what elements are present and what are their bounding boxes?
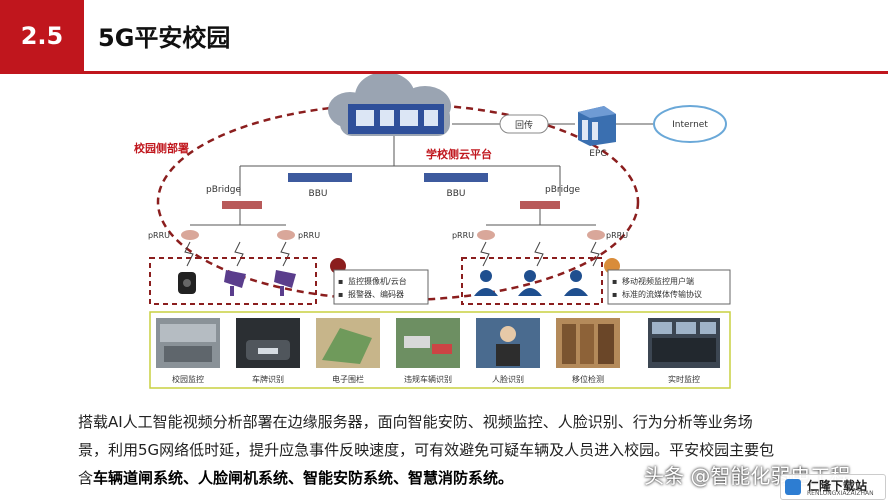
gallery-caption: 电子围栏 [332,374,364,384]
prru-label: pRRU [298,231,320,240]
pbridge-left-icon [222,201,262,209]
user-icon [564,270,588,296]
legend-left-item: 报警器、编码器 [348,289,404,299]
user-icon [518,270,542,296]
paragraph-line: 搭载AI人工智能视频分析部署在边缘服务器，面向智能安防、视频监控、人脸识别、行为… [78,413,753,431]
photo-illegal-vehicle [396,318,460,368]
prru-icon [587,230,605,240]
photo-campus-monitoring [156,318,220,368]
site-badge: 仁隆下载站 RENLONGXIAZAIZHAN [780,474,886,500]
legend-bullet-icon: ▪ [612,277,617,286]
gallery-caption: 移位检测 [572,374,604,384]
prru-label: pRRU [452,231,474,240]
pbridge-right-label: pBridge [545,185,581,195]
paragraph-line: 含车辆道闸系统、人脸闸机系统、智能安防系统、智慧消防系统。 [78,464,818,492]
legend-bullet-icon: ▪ [338,290,343,299]
cloud-platform-label: 学校侧云平台 [426,147,492,161]
photo-displacement-detection [556,318,620,368]
prru-icon [477,230,495,240]
bbu-right-icon [424,173,488,182]
camera-icon [178,272,196,294]
legend-left-item: 监控摄像机/云台 [348,276,407,286]
legend-right-item: 移动视频监控用户端 [622,276,694,286]
gallery-caption: 人脸识别 [492,374,524,384]
badge-subtitle: RENLONGXIAZAIZHAN [807,490,874,497]
legend-left-box [333,269,429,305]
legend-right-box [607,269,731,305]
gallery-caption: 违规车辆识别 [404,374,452,384]
backhaul-label: 回传 [515,119,533,131]
photo-live-monitoring [648,318,720,368]
cloud-platform-icon [328,74,451,136]
network-diagram: 回传 EPC Internet 校园侧部署 学校侧云平台 BBU BBU pBr… [134,74,731,389]
description-paragraph: 搭载AI人工智能视频分析部署在边缘服务器，面向智能安防、视频监控、人脸识别、行为… [78,408,818,492]
gallery-caption: 实时监控 [668,374,700,384]
badge-title: 仁隆下载站 [807,479,868,493]
pbridge-right-icon [520,201,560,209]
page-title: 5G平安校园 [98,24,231,52]
paragraph-line: 景，利用5G网络低时延，提升应急事件反映速度，可有效避免可疑车辆及人员进入校园。… [78,441,775,459]
user-group-box [461,257,603,305]
internet-cloud-icon [653,105,727,143]
photo-face-recognition [476,318,540,368]
camera-icon [274,270,296,296]
bbu-left-icon [288,173,352,182]
camera-group-box [149,257,317,305]
site-logo-icon [785,479,801,495]
prru-icon [277,230,295,240]
prru-label: pRRU [148,231,170,240]
pbridge-left-label: pBridge [206,185,242,195]
section-number: 2.5 [0,0,84,72]
epc-label: EPC [589,149,606,159]
bbu-left-label: BBU [309,189,328,199]
systems-list: 车辆道闸系统、人脸闸机系统、智能安防系统、智慧消防系统。 [93,469,514,487]
prru-icon [181,230,199,240]
campus-side-label: 校园侧部署 [134,141,189,155]
user-icon [474,270,498,296]
gallery-caption: 校园监控 [172,374,204,384]
camera-icon [224,270,246,296]
backhaul-pill [499,114,549,134]
header: 2.5 5G平安校园 [0,0,888,74]
legend-bullet-icon: ▪ [612,290,617,299]
gallery-caption: 车牌识别 [252,374,284,384]
internet-label: Internet [672,120,708,130]
epc-server-icon [578,106,616,146]
photo-electronic-fence [316,318,380,368]
header-divider [0,71,888,74]
gallery-frame [149,311,731,389]
paragraph-prefix: 含 [78,469,94,487]
legend-bullet-icon: ▪ [338,277,343,286]
legend-right-item: 标准的流媒体传输协议 [622,289,702,299]
prru-label: pRRU [606,231,628,240]
bbu-right-label: BBU [447,189,466,199]
photo-plate-recognition [236,318,300,368]
